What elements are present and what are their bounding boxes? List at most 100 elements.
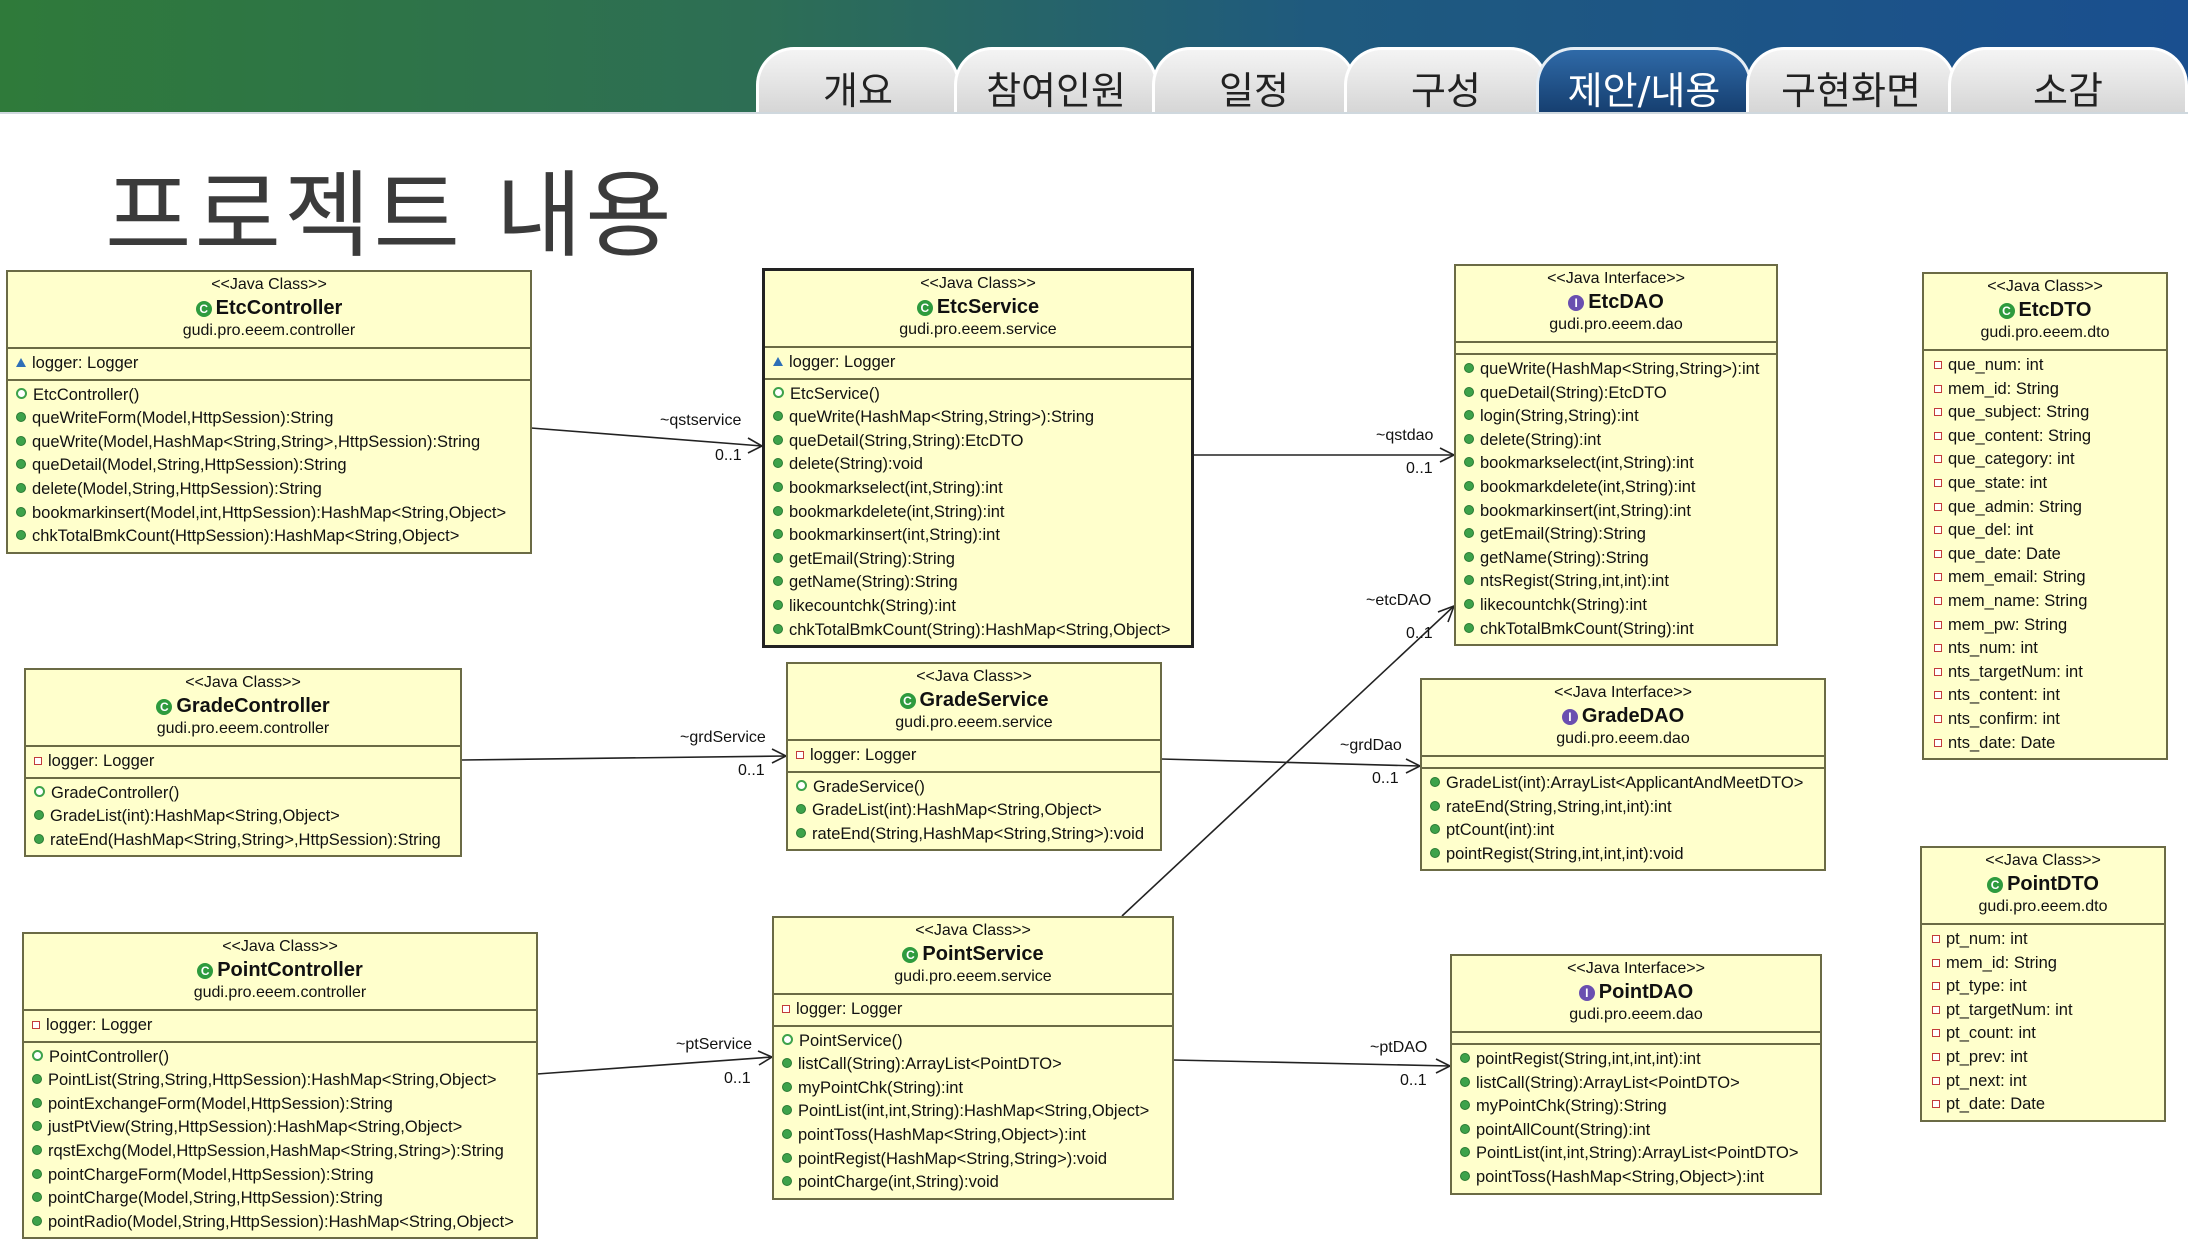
method-row: queWrite(HashMap<String,String>):int — [1456, 358, 1776, 382]
tab-proposal[interactable]: 제안/내용 — [1536, 47, 1752, 113]
method-row: getEmail(String):String — [1456, 523, 1776, 547]
attribute-section — [1422, 757, 1824, 769]
tab-structure[interactable]: 구성 — [1344, 47, 1548, 113]
tab-members[interactable]: 참여인원 — [954, 47, 1158, 113]
tab-review[interactable]: 소감 — [1948, 47, 2188, 113]
arrow-qstservice — [747, 437, 764, 454]
public-method-icon — [1464, 363, 1474, 373]
java-class-icon: C — [197, 963, 214, 979]
tab-overview[interactable]: 개요 — [756, 47, 960, 113]
public-method-icon — [773, 481, 783, 492]
attribute-section: pt_num: int mem_id: String pt_type: int … — [1922, 925, 2164, 1120]
method-row: GradeList(int):HashMap<String,Object> — [788, 799, 1160, 823]
public-method-icon — [32, 1168, 42, 1179]
role-etcdao: ~etcDAO — [1366, 592, 1432, 609]
method-row: chkTotalBmkCount(HttpSession):HashMap<St… — [8, 525, 530, 549]
attribute-row: pt_next: int — [1922, 1070, 2164, 1094]
public-method-icon — [1464, 410, 1474, 421]
package-name: gudi.pro.eeem.controller — [182, 322, 356, 339]
attribute-row: que_admin: String — [1924, 496, 2166, 520]
private-field-icon — [34, 757, 42, 765]
private-field-icon — [1934, 384, 1942, 393]
attribute-row: nts_targetNum: int — [1924, 661, 2166, 685]
tab-screens[interactable]: 구현화면 — [1746, 47, 1956, 113]
mult-qstdao: 0..1 — [1406, 460, 1433, 477]
public-method-icon — [782, 1058, 792, 1069]
method-section: PointService() listCall(String):ArrayLis… — [774, 1027, 1172, 1198]
method-row: GradeService() — [788, 776, 1160, 800]
attribute-row: que_num: int — [1924, 354, 2166, 378]
attribute-row: pt_num: int — [1922, 928, 2164, 952]
role-grdservice: ~grdService — [680, 729, 766, 746]
attribute-section: logger: Logger — [26, 747, 460, 779]
method-row: bookmarkdelete(int,String):int — [1456, 476, 1776, 500]
method-row: pointToss(HashMap<String,Object>):int — [1452, 1166, 1820, 1190]
method-row: queDetail(String):EtcDTO — [1456, 382, 1776, 406]
private-field-icon — [1934, 667, 1942, 676]
private-field-icon — [1932, 958, 1940, 967]
attribute-row: logger: Logger — [765, 351, 1191, 375]
public-method-icon — [782, 1105, 792, 1116]
package-name: gudi.pro.eeem.controller — [156, 720, 330, 737]
java-interface-icon: I — [1561, 709, 1578, 725]
arrow-etcdao — [1437, 604, 1456, 623]
method-row: bookmarkselect(int,String):int — [765, 477, 1191, 501]
method-row: myPointChk(String):int — [774, 1077, 1172, 1101]
attribute-row: mem_pw: String — [1924, 614, 2166, 638]
stereotype-label: <<Java Class>> — [185, 674, 301, 691]
public-method-icon — [1464, 622, 1474, 633]
package-name: gudi.pro.eeem.dao — [1556, 730, 1690, 747]
java-class-icon: C — [156, 699, 173, 715]
tab-schedule[interactable]: 일정 — [1152, 47, 1356, 113]
java-interface-icon: I — [1578, 985, 1595, 1001]
stereotype-label: <<Java Class>> — [222, 938, 338, 955]
method-row: rateEnd(HashMap<String,String>,HttpSessi… — [26, 829, 460, 853]
method-row: bookmarkinsert(int,String):int — [765, 524, 1191, 548]
stereotype-label: <<Java Interface>> — [1547, 270, 1685, 287]
method-row: PointService() — [774, 1030, 1172, 1054]
public-method-icon — [782, 1176, 792, 1187]
method-row: ptCount(int):int — [1422, 819, 1824, 843]
constructor-icon — [32, 1049, 43, 1061]
public-method-icon — [16, 412, 26, 423]
public-method-icon — [773, 434, 783, 445]
method-row: EtcService() — [765, 383, 1191, 407]
java-class-icon: C — [1998, 303, 2015, 319]
java-class-icon: C — [1987, 877, 2004, 893]
private-field-icon — [1934, 644, 1942, 653]
method-row: PointController() — [24, 1046, 536, 1070]
package-visibility-icon — [16, 358, 26, 367]
method-row: listCall(String):ArrayList<PointDTO> — [774, 1053, 1172, 1077]
attribute-section — [1456, 343, 1776, 355]
private-field-icon — [1934, 455, 1942, 464]
public-method-icon — [796, 804, 806, 815]
public-method-icon — [32, 1097, 42, 1108]
public-method-icon — [773, 623, 783, 634]
private-field-icon — [1934, 361, 1942, 369]
method-row: pointAllCount(String):int — [1452, 1119, 1820, 1143]
private-field-icon — [1934, 691, 1942, 700]
attribute-section: que_num: int mem_id: String que_subject:… — [1924, 351, 2166, 758]
method-row: bookmarkdelete(int,String):int — [765, 501, 1191, 525]
edge-ptdao — [1172, 1059, 1451, 1067]
attribute-row: logger: Logger — [8, 352, 530, 376]
stereotype-label: <<Java Interface>> — [1554, 684, 1692, 701]
public-method-icon — [16, 506, 26, 517]
